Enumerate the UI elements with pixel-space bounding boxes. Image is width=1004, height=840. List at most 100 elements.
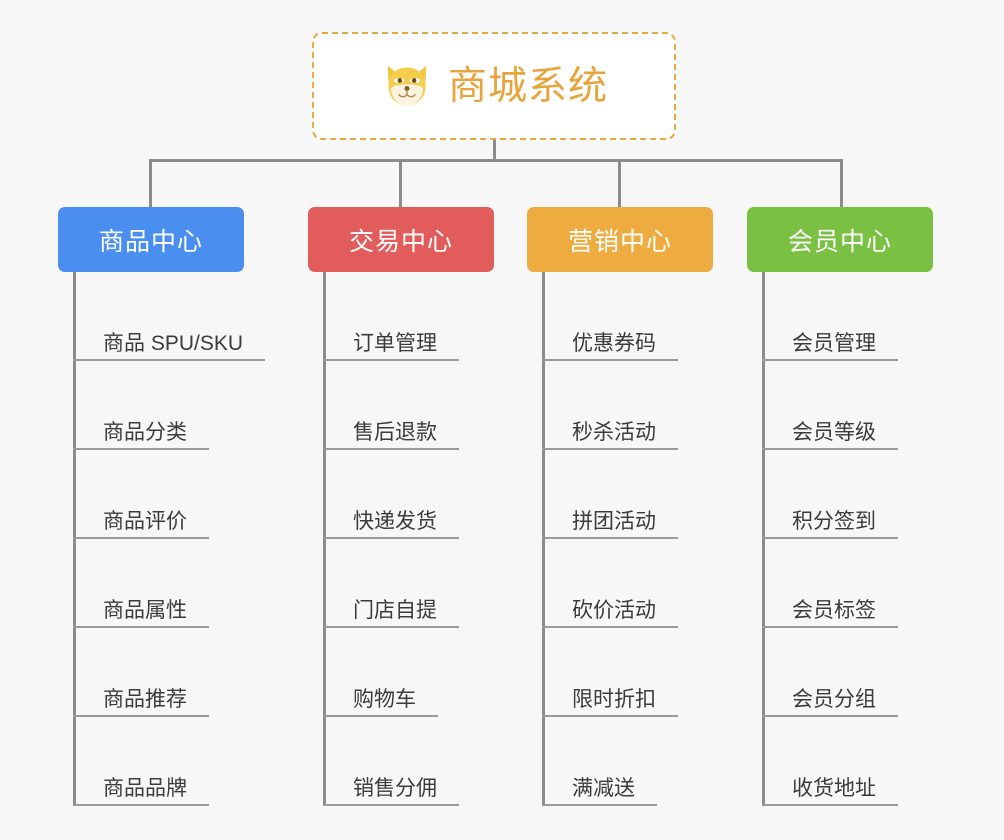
leaf-item[interactable]: 商品分类 [73,361,244,450]
leaf-item-underline [762,359,898,361]
leaf-item-underline [73,537,209,539]
category-column-2: 交易中心 订单管理售后退款快递发货门店自提购物车销售分佣 [308,207,494,806]
leaf-item-underline [73,359,265,361]
leaf-wrap-1: 商品 SPU/SKU 商品分类商品评价商品属性商品推荐商品品牌 [73,272,265,806]
leaf-item-label: 秒杀活动 [572,420,656,444]
category-column-3: 营销中心 优惠券码秒杀活动拼团活动砍价活动限时折扣满减送 [527,207,713,806]
category-column-4: 会员中心 会员管理会员等级积分签到会员标签会员分组收货地址 [747,207,933,806]
leaf-item-underline [323,715,438,717]
leaf-item-underline [73,626,209,628]
leaf-list-4: 会员管理会员等级积分签到会员标签会员分组收货地址 [762,272,933,806]
category-header-4[interactable]: 会员中心 [747,207,933,272]
leaf-item-label: 售后退款 [353,420,437,444]
leaf-item[interactable]: 收货地址 [762,717,933,806]
leaf-item-label: 商品属性 [103,598,187,622]
leaf-item-underline [762,626,898,628]
connector-drop-2 [399,159,402,209]
connector-drop-3 [618,159,621,209]
leaf-item-label: 商品品牌 [103,776,187,800]
leaf-item[interactable]: 购物车 [323,628,494,717]
leaf-item[interactable]: 积分签到 [762,450,933,539]
leaf-item-label: 收货地址 [792,776,876,800]
leaf-item[interactable]: 售后退款 [323,361,494,450]
leaf-item[interactable]: 秒杀活动 [542,361,713,450]
leaf-item-label: 快递发货 [353,509,437,533]
leaf-item-underline [323,804,459,806]
leaf-item[interactable]: 商品 SPU/SKU [73,272,265,361]
leaf-item[interactable]: 销售分佣 [323,717,494,806]
leaf-item-underline [542,626,678,628]
leaf-item-label: 积分签到 [792,509,876,533]
leaf-item-underline [762,715,898,717]
leaf-item-label: 会员分组 [792,687,876,711]
connector-horizontal-bar [149,159,843,162]
leaf-item[interactable]: 商品推荐 [73,628,244,717]
connector-drop-1 [149,159,152,209]
leaf-item-underline [323,448,459,450]
leaf-item[interactable]: 商品品牌 [73,717,244,806]
category-header-3[interactable]: 营销中心 [527,207,713,272]
leaf-item-underline [542,804,657,806]
leaf-item-underline [762,537,898,539]
root-node[interactable]: 商城系统 [312,32,676,140]
leaf-item-label: 购物车 [353,687,416,711]
leaf-item-underline [73,715,209,717]
leaf-wrap-4: 会员管理会员等级积分签到会员标签会员分组收货地址 [762,272,933,806]
leaf-item-underline [542,715,678,717]
leaf-item[interactable]: 会员等级 [762,361,933,450]
connector-root-stem [493,140,496,162]
leaf-item-underline [542,448,678,450]
leaf-item-label: 门店自提 [353,598,437,622]
leaf-item-label: 满减送 [572,776,635,800]
leaf-list-3: 优惠券码秒杀活动拼团活动砍价活动限时折扣满减送 [542,272,713,806]
category-column-1: 商品中心 商品 SPU/SKU 商品分类商品评价商品属性商品推荐商品品牌 [58,207,265,806]
leaf-item[interactable]: 满减送 [542,717,713,806]
leaf-item-underline [762,804,898,806]
leaf-item-label: 商品推荐 [103,687,187,711]
leaf-item-label: 商品 SPU/SKU [103,331,244,355]
leaf-item-label: 订单管理 [353,331,437,355]
leaf-item[interactable]: 商品评价 [73,450,244,539]
leaf-item-label: 销售分佣 [353,776,437,800]
leaf-item-label: 限时折扣 [572,687,656,711]
leaf-item[interactable]: 会员分组 [762,628,933,717]
leaf-item[interactable]: 快递发货 [323,450,494,539]
leaf-list-1: 商品 SPU/SKU 商品分类商品评价商品属性商品推荐商品品牌 [73,272,265,806]
category-label-3: 营销中心 [567,227,672,256]
leaf-item-label: 商品评价 [103,509,187,533]
leaf-item-underline [323,626,459,628]
connector-drop-4 [840,159,843,209]
leaf-item-label: 会员等级 [792,420,876,444]
leaf-item-label: 拼团活动 [572,509,656,533]
leaf-item-underline [542,359,678,361]
category-header-2[interactable]: 交易中心 [308,207,494,272]
leaf-wrap-2: 订单管理售后退款快递发货门店自提购物车销售分佣 [323,272,494,806]
leaf-item-underline [542,537,678,539]
leaf-item-underline [73,804,209,806]
leaf-item[interactable]: 会员标签 [762,539,933,628]
leaf-item-label: 会员标签 [792,598,876,622]
leaf-wrap-3: 优惠券码秒杀活动拼团活动砍价活动限时折扣满减送 [542,272,713,806]
root-title: 商城系统 [447,64,608,108]
leaf-item-label: 优惠券码 [572,331,656,355]
shiba-dog-icon [387,65,427,106]
leaf-item[interactable]: 门店自提 [323,539,494,628]
leaf-item-label: 砍价活动 [572,598,656,622]
leaf-item[interactable]: 会员管理 [762,272,933,361]
leaf-item-underline [73,448,209,450]
leaf-item[interactable]: 商品属性 [73,539,244,628]
category-label-4: 会员中心 [787,227,892,256]
leaf-item[interactable]: 订单管理 [323,272,494,361]
leaf-item-label: 会员管理 [792,331,876,355]
leaf-list-2: 订单管理售后退款快递发货门店自提购物车销售分佣 [323,272,494,806]
leaf-item[interactable]: 优惠券码 [542,272,713,361]
leaf-item[interactable]: 拼团活动 [542,450,713,539]
leaf-item-underline [323,359,459,361]
category-header-1[interactable]: 商品中心 [58,207,244,272]
leaf-item-underline [762,448,898,450]
category-label-2: 交易中心 [348,227,453,256]
leaf-item[interactable]: 砍价活动 [542,539,713,628]
leaf-item[interactable]: 限时折扣 [542,628,713,717]
category-label-1: 商品中心 [98,227,203,256]
